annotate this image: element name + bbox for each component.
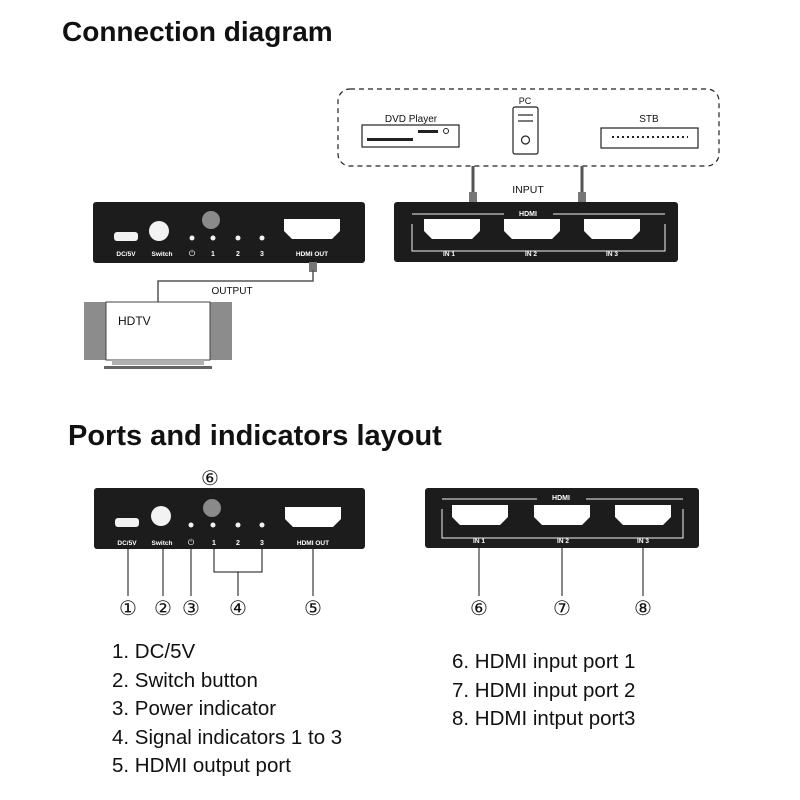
layout-indicator-1-label: 1 (212, 540, 216, 547)
layout-power-symbol-icon: ⏻ (188, 538, 195, 547)
layout-hdmi-panel-label: HDMI (552, 495, 570, 502)
legend-item: 2. Switch button (112, 668, 258, 692)
dc-label: DC/5V (116, 251, 136, 258)
callout-1: ① (119, 598, 137, 620)
legend-left: 1. DC/5V 2. Switch button 3. Power indic… (112, 638, 342, 781)
in2-label: IN 2 (525, 251, 537, 258)
switch-label: Switch (152, 251, 173, 258)
indicator-2-label: 2 (236, 251, 240, 258)
input-cables (469, 166, 586, 203)
legend-item: 7. HDMI input port 2 (452, 678, 636, 702)
in1-label: IN 1 (443, 251, 455, 258)
legend-item: 8. HDMI intput port3 (452, 707, 636, 730)
switcher-front-panel (93, 202, 365, 263)
hdmi-out-label: HDMI OUT (296, 251, 328, 258)
pc-label: PC (519, 96, 532, 106)
layout-switch-label: Switch (152, 540, 173, 547)
legend-item: 3. Power indicator (112, 697, 277, 720)
callout-6-top: ⑥ (201, 468, 219, 490)
top-button (202, 211, 220, 229)
dvd-player-icon (361, 124, 460, 148)
front-callout-lines (127, 488, 314, 596)
connection-diagram-title: Connection diagram (62, 16, 333, 47)
indicator-3-label: 3 (260, 251, 264, 258)
stb-label: STB (639, 114, 659, 125)
callout-6: ⑥ (470, 598, 488, 620)
hdmi-input-port-3 (584, 219, 640, 239)
layout-in2-label: IN 2 (557, 538, 569, 545)
legend-item: 5. HDMI output port (112, 754, 291, 777)
layout-back-panel (425, 488, 699, 548)
hdmi-input-port-2 (504, 219, 560, 239)
back-callout-lines (478, 548, 644, 596)
layout-front-panel (94, 488, 365, 549)
power-symbol-icon: ⏻ (189, 249, 196, 258)
legend-item: 4. Signal indicators 1 to 3 (112, 725, 343, 749)
hdmi-output-port (284, 219, 340, 239)
callout-7: ⑦ (553, 598, 571, 620)
hdtv-label: HDTV (118, 314, 151, 328)
ports-layout-title: Ports and indicators layout (68, 420, 442, 452)
callout-8: ⑧ (634, 598, 652, 620)
dc-port (114, 232, 138, 241)
dvd-player-label: DVD Player (385, 114, 438, 125)
layout-indicator-3-label: 3 (260, 540, 264, 547)
switcher-back-panel (394, 202, 678, 262)
callout-2: ② (154, 598, 172, 620)
layout-in1-label: IN 1 (473, 538, 485, 545)
hdmi-panel-label: HDMI (519, 211, 537, 218)
output-cable (157, 262, 317, 303)
layout-indicator-2-label: 2 (236, 540, 240, 547)
callout-4: ④ (229, 598, 247, 620)
switch-button (149, 221, 169, 241)
legend-item: 6. HDMI input port 1 (452, 650, 636, 673)
layout-dc-label: DC/5V (117, 540, 137, 547)
stb-icon (600, 127, 699, 149)
pc-tower-icon (512, 106, 539, 155)
callout-5: ⑤ (304, 598, 322, 620)
source-devices-group (337, 88, 720, 167)
legend-item: 1. DC/5V (112, 640, 196, 663)
hdtv-icon (84, 301, 232, 369)
layout-in3-label: IN 3 (637, 538, 649, 545)
input-label: INPUT (512, 184, 544, 196)
in3-label: IN 3 (606, 251, 618, 258)
legend-right: 6. HDMI input port 1 7. HDMI input port … (452, 648, 635, 734)
layout-hdmi-out-label: HDMI OUT (297, 540, 329, 547)
hdmi-input-port-1 (424, 219, 480, 239)
output-label: OUTPUT (211, 286, 252, 297)
indicator-1-label: 1 (211, 251, 215, 258)
callout-3: ③ (182, 598, 200, 620)
